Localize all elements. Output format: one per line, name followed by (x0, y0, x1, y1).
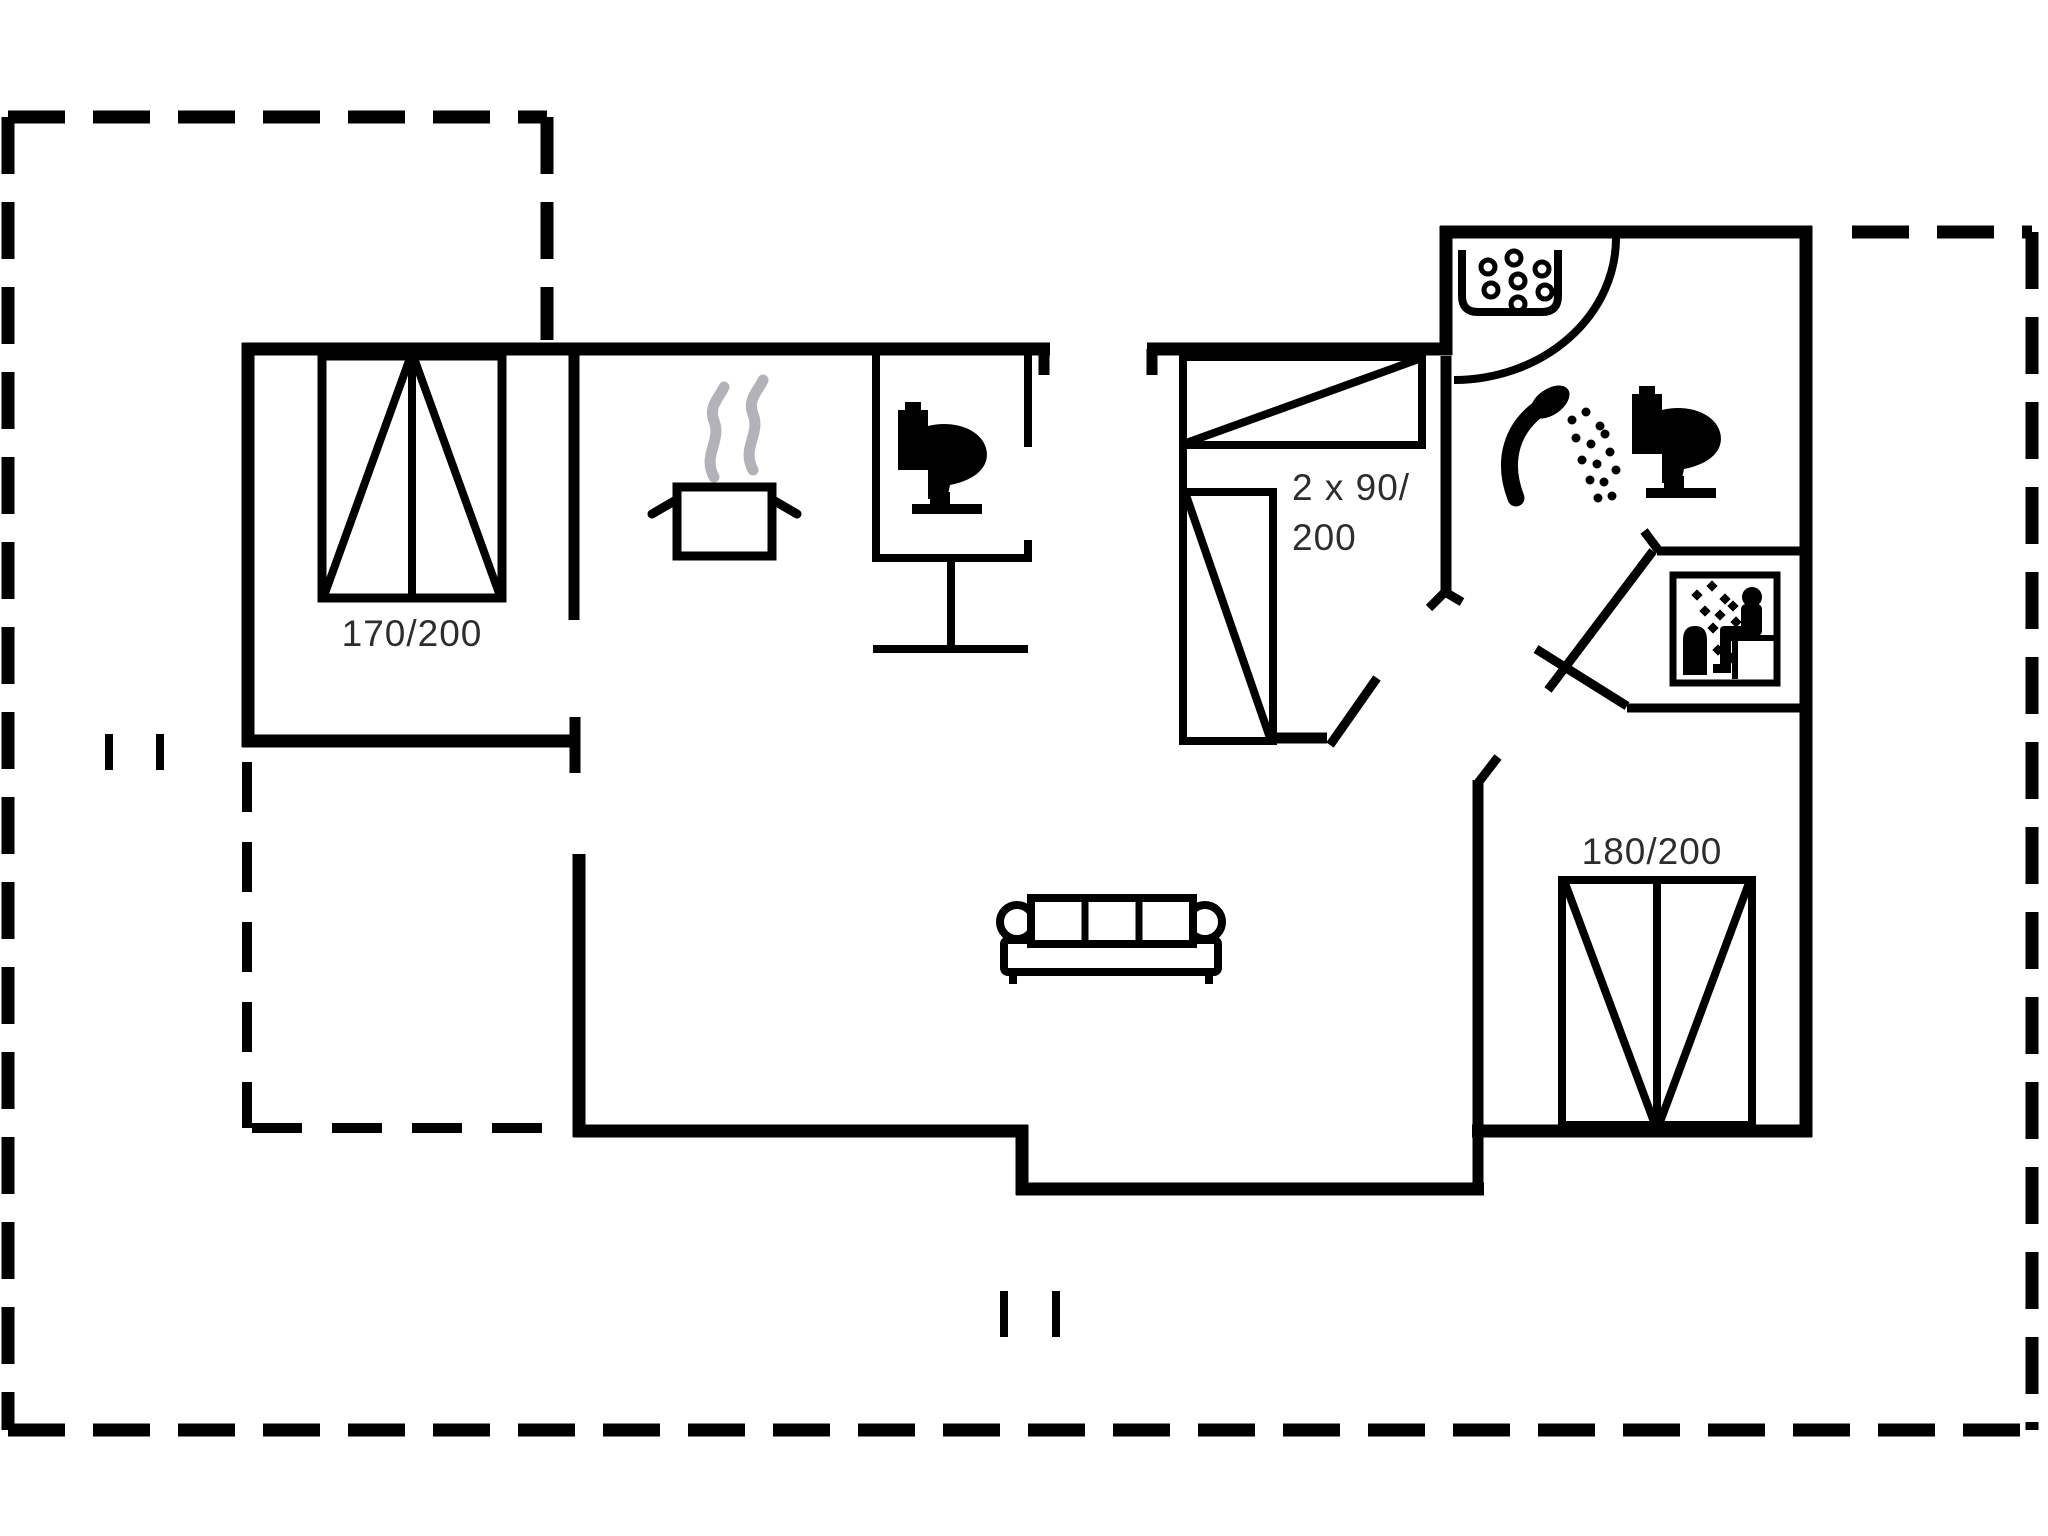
sink-with-bubbles-icon (1458, 248, 1562, 316)
passage-tick-marks (105, 734, 1060, 1337)
sauna-person-icon (1669, 571, 1781, 687)
steam-icon (704, 381, 730, 483)
toilet-room-walls (872, 352, 1032, 562)
sofa-icon (996, 894, 1226, 984)
stove-pot-icon (647, 374, 802, 561)
entrance-opening-jambs (1038, 349, 1158, 375)
bunk-bed-size-label-line2: 200 (1292, 517, 1357, 558)
covered-terrace-dashed-line (242, 762, 567, 1133)
interior-walls (568, 349, 1806, 1195)
bunk-bed-size-label-line1: 2 x 90/ (1292, 467, 1411, 508)
double-bed-170-symbol (317, 351, 507, 603)
table-icon (873, 562, 1028, 653)
bed-size-label-right: 180/200 (1581, 831, 1723, 872)
bed-size-label-left: 170/200 (341, 613, 483, 654)
bathroom-door-arc (1453, 237, 1620, 384)
terrace-dashed-boundary (1, 110, 2039, 1437)
bunk-room-door (1326, 675, 1381, 748)
toilet-icon (1632, 386, 1721, 498)
spray-dots (1567, 407, 1621, 503)
exterior-walls (241, 225, 1813, 1196)
sauna-door (1533, 548, 1657, 710)
bunk-bed-symbol (1179, 353, 1426, 745)
toilet-icon (898, 402, 987, 514)
double-bed-180-symbol (1558, 876, 1756, 1129)
shower-head-icon (1501, 385, 1621, 507)
